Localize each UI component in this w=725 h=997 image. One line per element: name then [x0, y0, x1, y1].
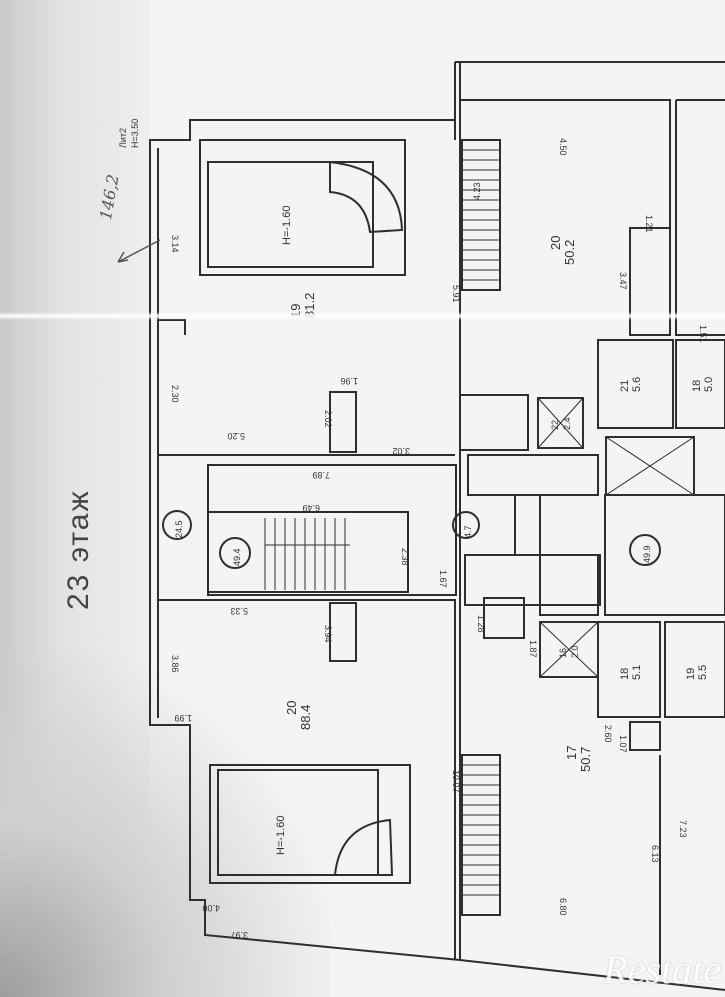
dim-label: 5.33	[230, 606, 248, 616]
circle-c	[452, 511, 480, 539]
dim-label: 1.96	[340, 376, 358, 386]
label-pool-top: Н=-1.60	[281, 206, 293, 245]
dim-label: 3.02	[392, 446, 410, 456]
dim-label: 3.47	[618, 272, 628, 290]
dim-label: 3.97	[230, 930, 248, 940]
label-room-19-small-number: 19	[685, 668, 697, 680]
wall-20-top	[460, 99, 671, 336]
outer-wall	[454, 61, 725, 991]
label-unit-17-area: 50.7	[578, 747, 593, 772]
room-18-mid	[597, 621, 661, 718]
scan-fold-line	[0, 312, 725, 320]
dim-label: 1.07	[618, 735, 628, 753]
dim-label: 6.13	[650, 845, 660, 863]
room-18-top	[675, 339, 725, 429]
label-room-18-mid-number: 18	[619, 668, 631, 680]
wall-20-bottom	[158, 599, 456, 960]
watermark-logo: Restate	[603, 947, 721, 992]
outer-wall-left	[149, 119, 461, 961]
label-circle-a: 24.5	[174, 520, 184, 538]
label-room-21-area: 5.6	[631, 377, 643, 392]
shaft-22	[537, 397, 584, 449]
label-unit-20-top-number: 20	[548, 236, 563, 250]
dim-label: 2.60	[603, 725, 613, 743]
room-21	[597, 339, 674, 429]
circle-b	[219, 537, 251, 569]
dim-label: 6.80	[558, 898, 568, 916]
stair-top-right	[461, 139, 501, 291]
label-unit-20-top-area: 50.2	[562, 240, 577, 265]
label-shaft-16-number: 16	[558, 648, 568, 658]
room-19-small	[664, 621, 725, 718]
dim-label: 1.67	[438, 570, 448, 588]
label-room-21-number: 21	[619, 380, 631, 392]
dim-label: 2.02	[323, 410, 333, 428]
dim-label: 5.20	[227, 431, 245, 441]
staircase-core	[207, 511, 409, 593]
dim-label: 7.89	[312, 470, 330, 480]
dim-label: 4.50	[558, 138, 568, 156]
label-pool-bottom: Н=-1.60	[275, 816, 287, 855]
label-stair-area-2: 49.9	[642, 545, 652, 563]
dim-label: 1.21	[644, 215, 654, 233]
circle-a	[162, 510, 192, 540]
dim-label: 1.28	[476, 615, 486, 633]
pool-top	[199, 139, 406, 276]
label-shaft-22-number: 22	[550, 420, 560, 430]
label-room-18-mid-area: 5.1	[631, 665, 643, 680]
label-room-18-top-area: 5.0	[703, 377, 715, 392]
scan-shadow-corner	[0, 650, 330, 997]
dim-label: 2.30	[170, 385, 180, 403]
label-unit-17-number: 17	[564, 746, 579, 760]
dim-label: 4.23	[472, 182, 482, 200]
corridor-core	[207, 464, 457, 596]
label-circle-b: 49.4	[232, 548, 242, 566]
floor-label: 23 этаж	[62, 489, 95, 610]
dim-label: 6.49	[302, 503, 320, 513]
label-room-19-small-area: 5.5	[697, 665, 709, 680]
label-circle-c: 4.7	[463, 525, 473, 538]
dim-label: 5.91	[451, 285, 461, 303]
corner-note-line1: Лит2	[118, 128, 128, 148]
dim-label: 3.86	[170, 655, 180, 673]
dim-label: 4.00	[202, 903, 220, 913]
label-shaft-22-area: 2.4	[562, 417, 572, 430]
label-unit-19-area: 81.2	[302, 293, 317, 318]
label-unit-20-bottom-number: 20	[284, 701, 299, 715]
pool-bottom	[209, 764, 411, 884]
dim-label: 3.94	[323, 625, 333, 643]
label-unit-20-bottom-area: 88.4	[298, 705, 313, 730]
dim-label: 1.99	[174, 713, 192, 723]
label-room-18-top-number: 18	[691, 380, 703, 392]
north-arrow-icon	[117, 239, 161, 263]
dim-label: 2.38	[400, 548, 410, 566]
dim-label: 7.23	[678, 820, 688, 838]
dim-label: 10.07	[451, 770, 461, 793]
dim-label: 1.87	[528, 640, 538, 658]
label-shaft-16-area: 2.0	[570, 645, 580, 658]
corner-note-line2: Н=3.50	[130, 119, 140, 148]
dim-label: 1.51	[698, 325, 708, 343]
dim-label: 3.14	[170, 235, 180, 253]
